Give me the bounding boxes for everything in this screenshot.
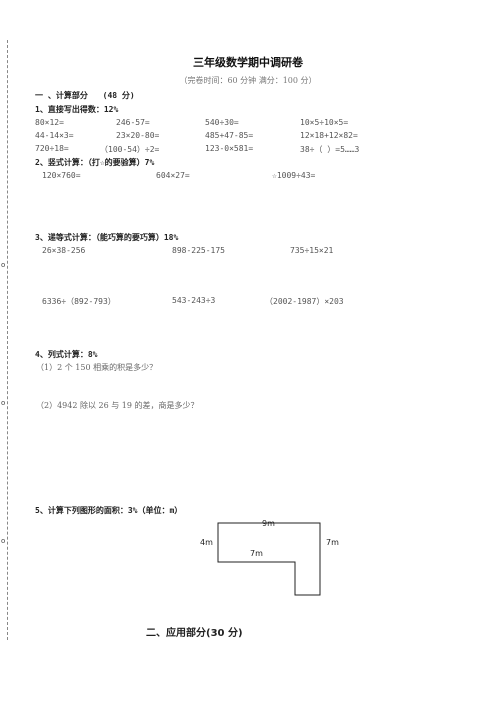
q2-heading: 2、竖式计算：（打☆的要验算）7% [35,158,155,167]
q1-item: 540÷30= [205,118,239,127]
dimension-left: 4m [200,538,213,547]
q2-item: ☆1009÷43= [272,171,316,180]
q4-sub1: （1）2 个 150 相乘的积是多少？ [36,363,158,372]
q2-item: 120×760= [42,171,81,180]
part1-label: 一 、计算部分 [35,91,88,100]
q1-item: （100-54）÷2= [100,145,160,154]
q1-item: 80×12= [35,118,64,127]
q1-item: 123-0×581= [205,144,254,153]
l-shape-outline [217,522,321,596]
q3-item: 898-225-175 [172,246,225,255]
q3-item: 543-243÷3 [172,296,216,305]
q3-item: （2002-1987）×203 [265,297,344,306]
q1-item: 10×5÷10×5= [300,118,349,127]
q3-item: 735÷15×21 [290,246,334,255]
q4-heading: 4、列式计算：8% [35,350,98,359]
binding-hole-mark: o [1,261,6,269]
q2-item: 604×27= [156,171,190,180]
q1-item: 246-57= [116,118,150,127]
q1-item: 44-14×3= [35,131,74,140]
q3-heading: 3、递等式计算：（能巧算的要巧算）18% [35,233,179,242]
part1-score: (48 分) [102,91,135,100]
binding-hole-mark: o [1,399,6,407]
dimension-top: 9m [262,519,275,528]
l-shape-figure [217,522,321,596]
q1-item: 38÷（ ）=5……3 [300,145,360,154]
q1-heading: 1、直接写出得数：12% [35,105,119,114]
q1-item: 720÷18= [35,144,69,153]
dimension-inner: 7m [250,549,263,558]
binding-hole-mark: o [1,537,6,545]
exam-info: （完卷时间：60 分钟 满分：100 分） [179,76,317,85]
dimension-right: 7m [326,538,339,547]
q3-item: 26×38-256 [42,246,86,255]
part1-heading: 一 、计算部分 (48 分) [35,90,135,101]
q1-item: 485+47-85= [205,131,254,140]
q5-heading: 5、计算下列图形的面积：3%（单位：m） [35,506,183,515]
binding-line [7,40,8,640]
q1-item: 12×18+12×82= [300,131,358,140]
page-title: 三年级数学期中调研卷 [193,56,303,69]
part2-heading: 二、应用部分(30 分) [146,628,243,639]
q4-sub2: （2）4942 除以 26 与 19 的差，商是多少？ [36,401,199,410]
q1-item: 23×20-80= [116,131,160,140]
q3-item: 6336÷（892-793） [42,297,116,306]
